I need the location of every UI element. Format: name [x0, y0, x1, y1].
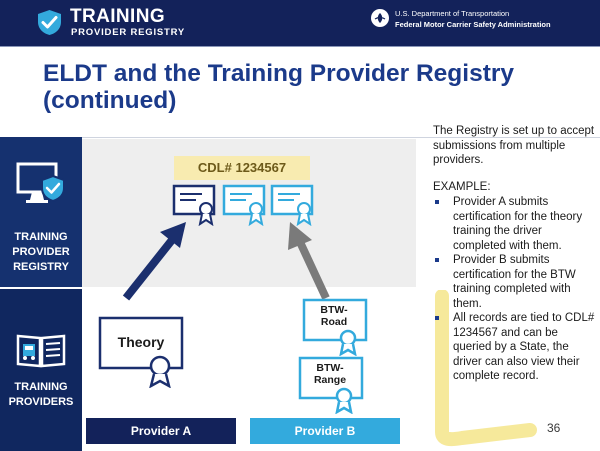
slide-title: ELDT and the Training Provider Registry …: [43, 60, 563, 114]
agency-department: U.S. Department of Transportation: [395, 9, 510, 18]
dot-emblem-icon: [371, 9, 389, 27]
list-item: Provider A submits certification for the…: [433, 195, 598, 253]
bullet-square-icon: [435, 200, 439, 204]
registry-certificate-range-icon: [270, 184, 314, 226]
header-divider: [0, 46, 600, 47]
slide-title-line2: (continued): [43, 87, 177, 114]
provider-a-bar: Provider A: [86, 418, 236, 444]
arrow-up-right-icon: [122, 222, 186, 301]
shield-check-icon: [38, 10, 61, 35]
rail-registry-section: [0, 137, 82, 287]
bullet-square-icon: [435, 258, 439, 262]
rail-registry-label: TRAINING PROVIDER REGISTRY: [12, 231, 70, 273]
section-divider: [0, 137, 600, 138]
book-truck-icon: [16, 334, 66, 368]
arrow-up-left-icon: [288, 222, 330, 300]
monitor-shield-icon: [16, 162, 65, 203]
provider-b-bar: Provider B: [250, 418, 400, 444]
header-bar: TRAINING PROVIDER REGISTRY U.S. Departme…: [0, 0, 600, 46]
logo-title: TRAINING: [70, 6, 166, 27]
highlighter-annotation: [435, 290, 537, 447]
cdl-label: CDL# 1234567: [174, 156, 310, 180]
registry-certificate-a-icon: [172, 184, 216, 226]
rail-providers-label: TRAINING PROVIDERS: [8, 381, 74, 408]
slide-title-line1: ELDT and the Training Provider Registry: [43, 60, 515, 87]
btw-range-label: BTW- Range: [313, 362, 347, 386]
page-number: 36: [547, 421, 561, 435]
agency-administration: Federal Motor Carrier Safety Administrat…: [395, 20, 551, 29]
list-item: Provider B submits certification for the…: [433, 253, 598, 311]
list-item: All records are tied to CDL# 1234567 and…: [433, 311, 598, 384]
logo-subtitle: PROVIDER REGISTRY: [71, 27, 186, 38]
theory-label: Theory: [117, 334, 165, 350]
btw-road-label: BTW- Road: [320, 304, 348, 328]
registry-certificate-road-icon: [222, 184, 266, 226]
rail-providers-section: [0, 289, 82, 451]
example-label: EXAMPLE:: [433, 181, 491, 193]
bullet-square-icon: [435, 316, 439, 320]
example-bullets: Provider A submits certification for the…: [433, 195, 598, 384]
intro-text: The Registry is set up to accept submiss…: [433, 125, 595, 166]
